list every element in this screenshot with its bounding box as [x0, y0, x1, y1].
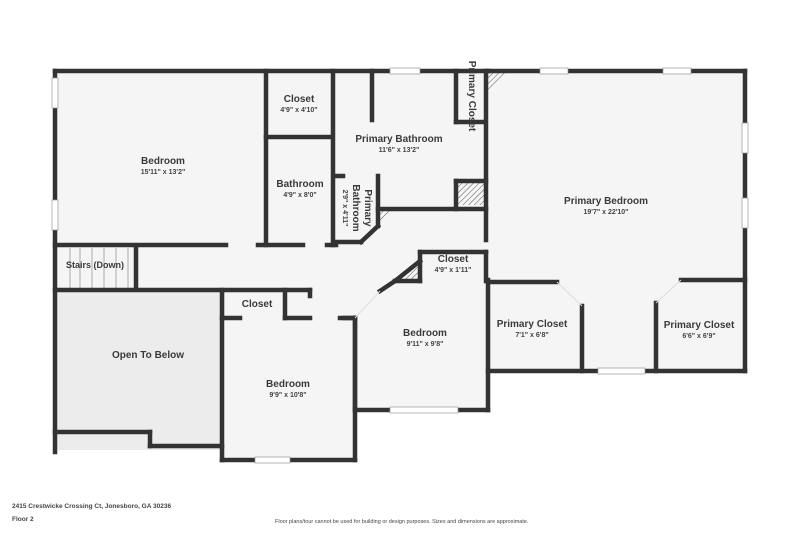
open-to-below-area — [55, 290, 225, 450]
room-name: Bedroom — [403, 328, 447, 339]
windows — [51, 67, 749, 464]
room-name: Closet — [241, 299, 273, 310]
room-primary-closet-small: Primary Closet — [465, 61, 477, 132]
room-bedroom-1: Bedroom 15'11" x 13'2" — [141, 156, 186, 178]
room-name: Stairs (Down) — [65, 260, 125, 270]
room-name: Primary Bedroom — [564, 196, 648, 207]
room-name: Bedroom — [266, 379, 310, 390]
floor-fills — [55, 71, 745, 460]
room-dims: 15'11" x 13'2" — [140, 169, 186, 176]
room-closet-3: Closet — [242, 299, 273, 311]
room-name: Closet — [437, 254, 469, 265]
room-stairs-down: Stairs (Down) — [66, 259, 124, 271]
room-name: Bedroom — [141, 156, 185, 167]
room-dims: 4'9" x 8'0" — [283, 192, 317, 199]
room-name: Primary Closet — [496, 319, 568, 330]
room-name: Open To Below — [111, 350, 185, 361]
room-bedroom-3: Bedroom 9'9" x 10'8" — [266, 379, 310, 401]
room-closet-1: Closet 4'9" x 4'10" — [280, 94, 317, 116]
room-name: Primary Bathroom — [355, 134, 443, 145]
room-dims: 11'6" x 13'2" — [378, 147, 420, 154]
room-bathroom: Bathroom 4'9" x 8'0" — [276, 179, 323, 201]
room-dims: 2'9" x 4'11" — [341, 189, 348, 227]
room-dims: 9'9" x 10'8" — [269, 392, 307, 399]
room-dims: 4'9" x 1'11" — [434, 267, 472, 274]
disclaimer: Floor plans/tour cannot be used for buil… — [275, 519, 529, 525]
floor-label: Floor 2 — [12, 516, 34, 523]
property-address: 2415 Crestwicke Crossing Ct, Jonesboro, … — [12, 503, 172, 510]
room-name: Closet — [283, 94, 315, 105]
room-dims: 6'6" x 6'9" — [682, 333, 716, 340]
room-closet-2: Closet 4'9" x 1'11" — [435, 254, 472, 276]
room-name: Primary Closet — [466, 60, 477, 132]
hatched-chases — [378, 71, 509, 279]
room-dims: 9'11" x 9'8" — [406, 341, 444, 348]
room-primary-closet-1: Primary Closet 7'1" x 6'8" — [497, 319, 568, 341]
room-open-to-below: Open To Below — [112, 350, 184, 362]
room-name: Bathroom — [276, 179, 324, 190]
room-primary-closet-2: Primary Closet 6'6" x 6'9" — [664, 320, 735, 342]
room-dims: 7'1" x 6'8" — [515, 332, 549, 339]
room-name: Primary Closet — [663, 320, 735, 331]
room-primary-bathroom-small: Primary Bathroom 2'9" x 4'11" — [339, 178, 373, 238]
room-bedroom-2: Bedroom 9'11" x 9'8" — [403, 328, 447, 350]
room-dims: 4'9" x 4'10" — [280, 107, 318, 114]
room-primary-bedroom: Primary Bedroom 19'7" x 22'10" — [564, 196, 648, 218]
room-dims: 19'7" x 22'10" — [583, 209, 629, 216]
room-primary-bathroom: Primary Bathroom 11'6" x 13'2" — [355, 134, 442, 156]
stairs — [69, 248, 129, 288]
room-name: Primary Bathroom — [350, 184, 373, 232]
door-openings — [354, 279, 682, 319]
